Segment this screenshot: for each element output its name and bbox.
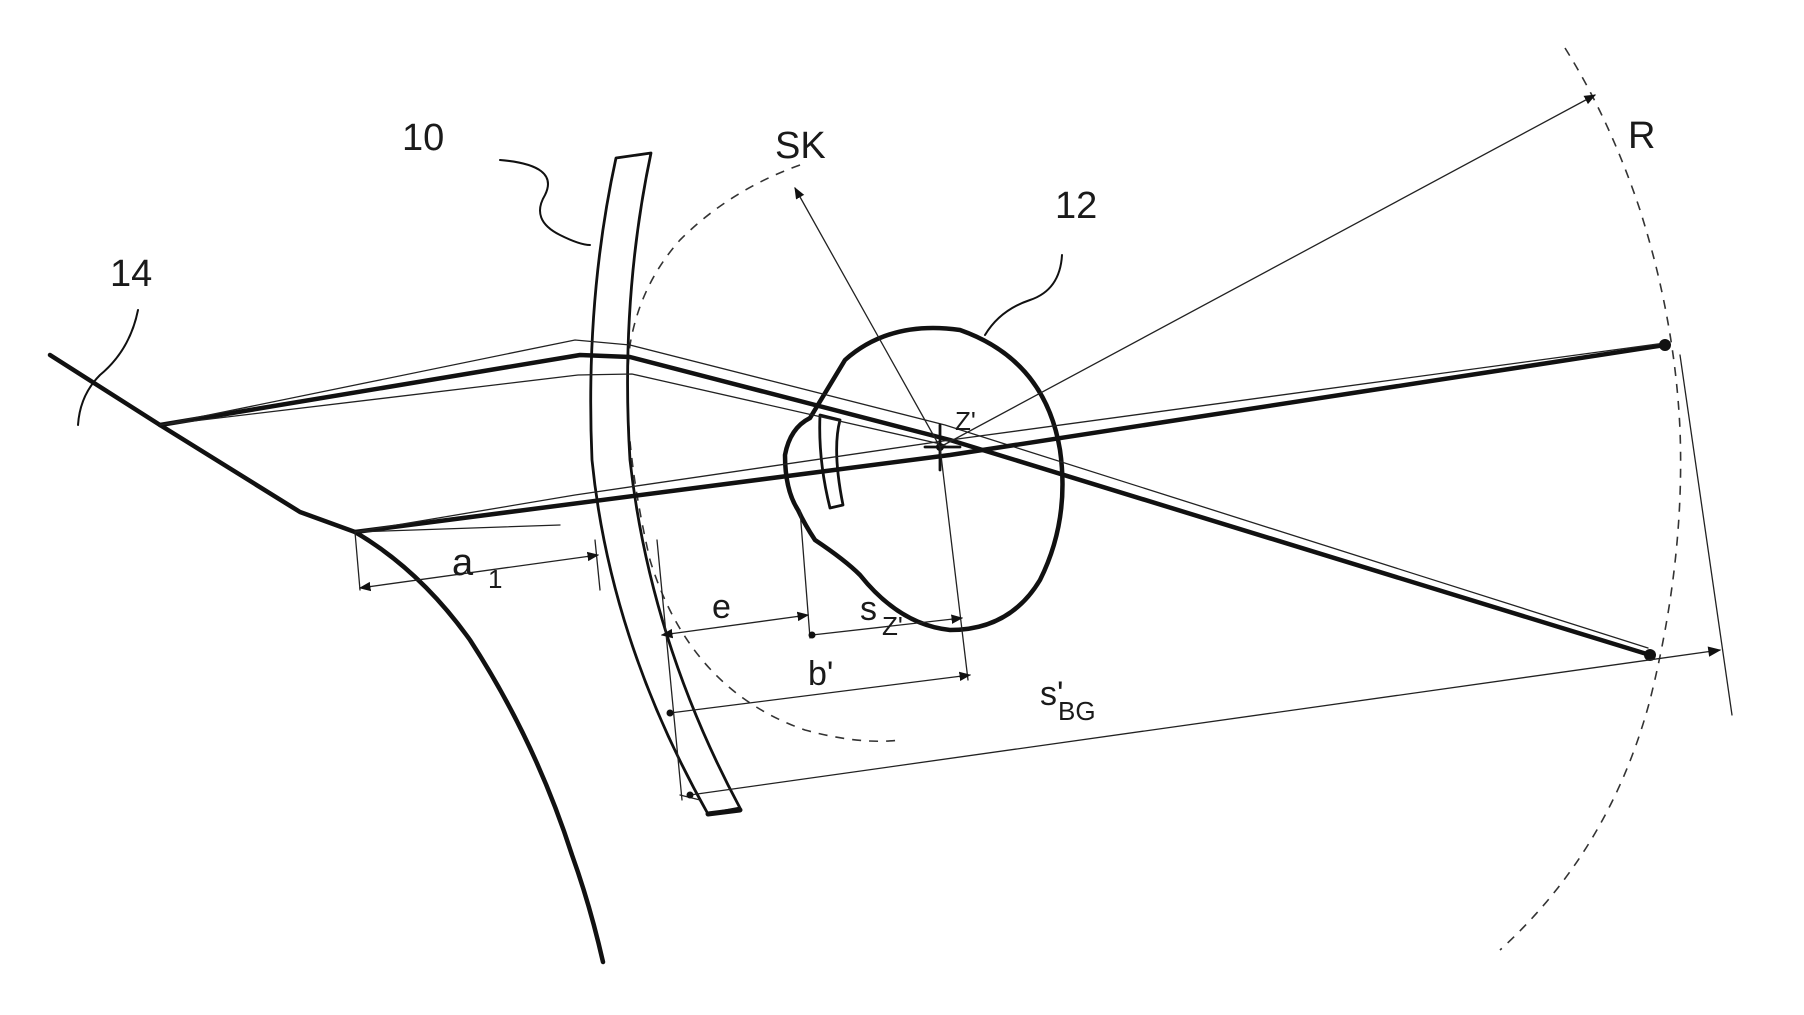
- label-face-ref: 14: [110, 253, 152, 295]
- far-point-upper: [1659, 339, 1671, 351]
- leader-12: [985, 255, 1062, 335]
- label-e: e: [712, 588, 731, 626]
- ref-line-far: [1680, 355, 1732, 715]
- label-sk: SK: [775, 125, 826, 167]
- ref-line-z: [940, 447, 968, 680]
- leader-10: [500, 160, 590, 245]
- eye-globe: [785, 328, 1063, 630]
- label-z: Z': [955, 406, 976, 436]
- r-radius-arrow: [940, 95, 1595, 447]
- label-r: R: [1628, 115, 1655, 157]
- label-a1-sub: 1: [488, 564, 502, 594]
- dim-sbg: [690, 650, 1720, 795]
- label-sz-sub: Z': [882, 611, 903, 641]
- far-point-sphere-arc: [1500, 48, 1681, 950]
- dim-node-lens-base: [687, 792, 694, 799]
- dim-e: [662, 615, 808, 635]
- ray-lower: [355, 343, 1665, 532]
- label-a1: a: [452, 542, 474, 584]
- label-sz: s: [860, 590, 877, 628]
- label-eye-ref: 12: [1055, 185, 1097, 227]
- face-profile: [50, 355, 603, 962]
- dim-node-cornea: [809, 632, 816, 639]
- label-sbg-sub: BG: [1058, 696, 1096, 726]
- label-lens-ref: 10: [402, 117, 444, 159]
- ref-line-face: [355, 532, 360, 590]
- ref-line-lens-front: [595, 540, 600, 590]
- ray-upper: [160, 340, 1650, 655]
- label-b-prime: b': [808, 655, 833, 693]
- dim-node-lens: [667, 710, 674, 717]
